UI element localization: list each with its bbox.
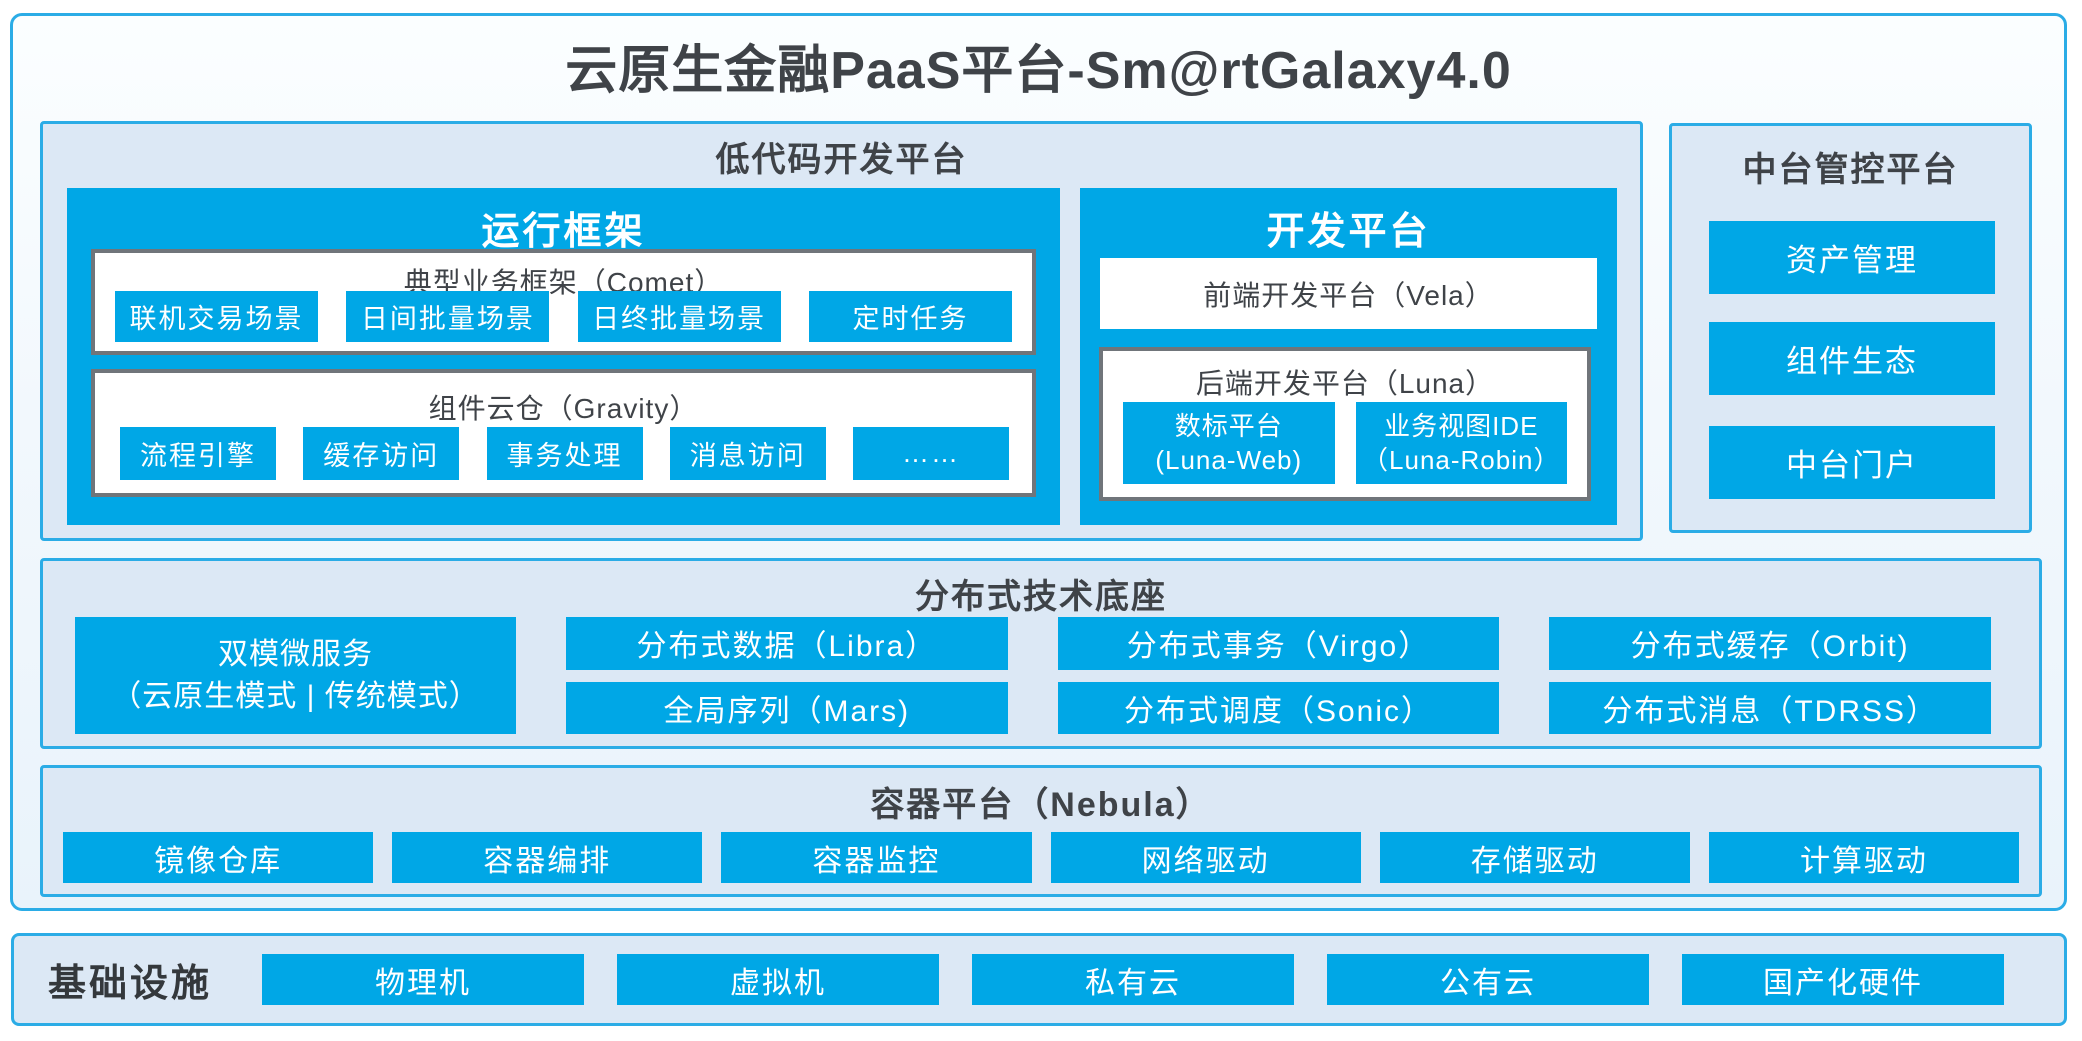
container-platform-title: 容器平台（Nebula） (870, 786, 1212, 824)
vela-frontend-label: 前端开发平台（Vela） (1203, 279, 1494, 311)
mid-platform-portal-box: 中台门户 (1709, 426, 1995, 499)
daytime-batch-scene-box: 日间批量场景 (346, 291, 550, 342)
gravity-title: 组件云仓（Gravity） (428, 393, 699, 424)
network-driver-box: 网络驱动 (1050, 832, 1361, 883)
cache-access-box: 缓存访问 (303, 427, 460, 480)
mid-platform-title: 中台管控平台 (1742, 151, 1959, 189)
process-engine-box: 流程引擎 (120, 427, 276, 480)
luna-title: 后端开发平台（Luna） (1195, 368, 1495, 399)
global-sequence-mars-box: 全局序列（Mars) (566, 681, 1008, 734)
dev-platform-title: 开发平台 (1266, 211, 1431, 253)
vela-frontend-box: 前端开发平台（Vela） (1100, 258, 1597, 329)
message-access-box: 消息访问 (669, 427, 826, 480)
luna-backend-box: 后端开发平台（Luna） 数标平台 (Luna-Web) 业务视图IDE （Lu… (1099, 347, 1591, 501)
luna-robin-name: 业务视图IDE (1384, 410, 1539, 441)
infrastructure-title: 基础设施 (48, 963, 213, 1005)
asset-management-box: 资产管理 (1709, 221, 1995, 294)
distributed-base-panel: 分布式技术底座 双模微服务 （云原生模式 | 传统模式） 分布式数据（Libra… (40, 558, 2042, 749)
low-code-platform-panel: 低代码开发平台 运行框架 典型业务框架（Comet） 联机交易场景 日间批量场景… (40, 121, 1643, 541)
low-code-platform-title: 低代码开发平台 (715, 141, 968, 179)
distributed-scheduling-sonic-box: 分布式调度（Sonic） (1057, 681, 1500, 734)
luna-robin-sub: （Luna-Robin） (1362, 445, 1561, 475)
compute-driver-box: 计算驱动 (1708, 832, 2020, 883)
component-ecosystem-box: 组件生态 (1709, 322, 1995, 395)
runtime-framework-title: 运行框架 (481, 211, 646, 253)
luna-items-row: 数标平台 (Luna-Web) 业务视图IDE （Luna-Robin） (1123, 402, 1567, 484)
page-title: 云原生金融PaaS平台-Sm@rtGalaxy4.0 (565, 42, 1512, 100)
luna-web-box: 数标平台 (Luna-Web) (1123, 402, 1335, 484)
end-of-day-batch-scene-box: 日终批量场景 (577, 291, 781, 342)
distributed-column-3: 分布式缓存（Orbit) 分布式消息（TDRSS） (1549, 617, 1992, 734)
distributed-base-title: 分布式技术底座 (915, 578, 1167, 616)
distributed-message-tdrss-box: 分布式消息（TDRSS） (1549, 681, 1992, 734)
infrastructure-bar: 基础设施 物理机 虚拟机 私有云 公有云 国产化硬件 (11, 933, 2067, 1026)
storage-driver-box: 存储驱动 (1379, 832, 1690, 883)
domestic-hardware-box: 国产化硬件 (1682, 954, 2005, 1005)
dual-mode-microservice-box: 双模微服务 （云原生模式 | 传统模式） (75, 617, 516, 734)
public-cloud-box: 公有云 (1327, 954, 1650, 1005)
container-monitoring-box: 容器监控 (721, 832, 1032, 883)
ellipsis-box: …… (853, 427, 1009, 480)
distributed-items-row: 双模微服务 （云原生模式 | 传统模式） 分布式数据（Libra） 全局序列（M… (75, 617, 1992, 734)
container-platform-panel: 容器平台（Nebula） 镜像仓库 容器编排 容器监控 网络驱动 存储驱动 计算… (40, 765, 2042, 897)
container-items-row: 镜像仓库 容器编排 容器监控 网络驱动 存储驱动 计算驱动 (63, 832, 2020, 883)
gravity-items-row: 流程引擎 缓存访问 事务处理 消息访问 …… (120, 427, 1009, 480)
platform-main-box: 云原生金融PaaS平台-Sm@rtGalaxy4.0 低代码开发平台 运行框架 … (10, 13, 2067, 911)
image-registry-box: 镜像仓库 (63, 832, 374, 883)
transaction-processing-box: 事务处理 (486, 427, 643, 480)
mid-platform-control-panel: 中台管控平台 资产管理 组件生态 中台门户 (1669, 123, 2032, 533)
luna-web-name: 数标平台 (1174, 410, 1283, 441)
distributed-column-2: 分布式事务（Virgo） 分布式调度（Sonic） (1057, 617, 1500, 734)
runtime-framework-box: 运行框架 典型业务框架（Comet） 联机交易场景 日间批量场景 日终批量场景 … (67, 188, 1060, 525)
scheduled-task-box: 定时任务 (808, 291, 1012, 342)
physical-machine-box: 物理机 (262, 954, 585, 1005)
distributed-column-1: 分布式数据（Libra） 全局序列（Mars) (566, 617, 1008, 734)
dev-platform-box: 开发平台 前端开发平台（Vela） 后端开发平台（Luna） 数标平台 (Lun… (1080, 188, 1617, 525)
private-cloud-box: 私有云 (972, 954, 1295, 1005)
infrastructure-items-row: 物理机 虚拟机 私有云 公有云 国产化硬件 (262, 954, 2005, 1005)
virtual-machine-box: 虚拟机 (617, 954, 940, 1005)
gravity-component-warehouse-box: 组件云仓（Gravity） 流程引擎 缓存访问 事务处理 消息访问 …… (91, 369, 1036, 497)
distributed-data-libra-box: 分布式数据（Libra） (566, 617, 1008, 670)
online-trading-scene-box: 联机交易场景 (115, 291, 318, 342)
dual-mode-line1: 双模微服务 (218, 637, 373, 671)
dual-mode-line2: （云原生模式 | 传统模式） (111, 679, 480, 713)
luna-web-sub: (Luna-Web) (1155, 445, 1303, 475)
comet-business-framework-box: 典型业务框架（Comet） 联机交易场景 日间批量场景 日终批量场景 定时任务 (91, 249, 1036, 355)
comet-items-row: 联机交易场景 日间批量场景 日终批量场景 定时任务 (115, 291, 1012, 342)
distributed-cache-orbit-box: 分布式缓存（Orbit) (1549, 617, 1992, 670)
container-orchestration-box: 容器编排 (392, 832, 703, 883)
luna-robin-box: 业务视图IDE （Luna-Robin） (1355, 402, 1567, 484)
distributed-transaction-virgo-box: 分布式事务（Virgo） (1057, 617, 1500, 670)
